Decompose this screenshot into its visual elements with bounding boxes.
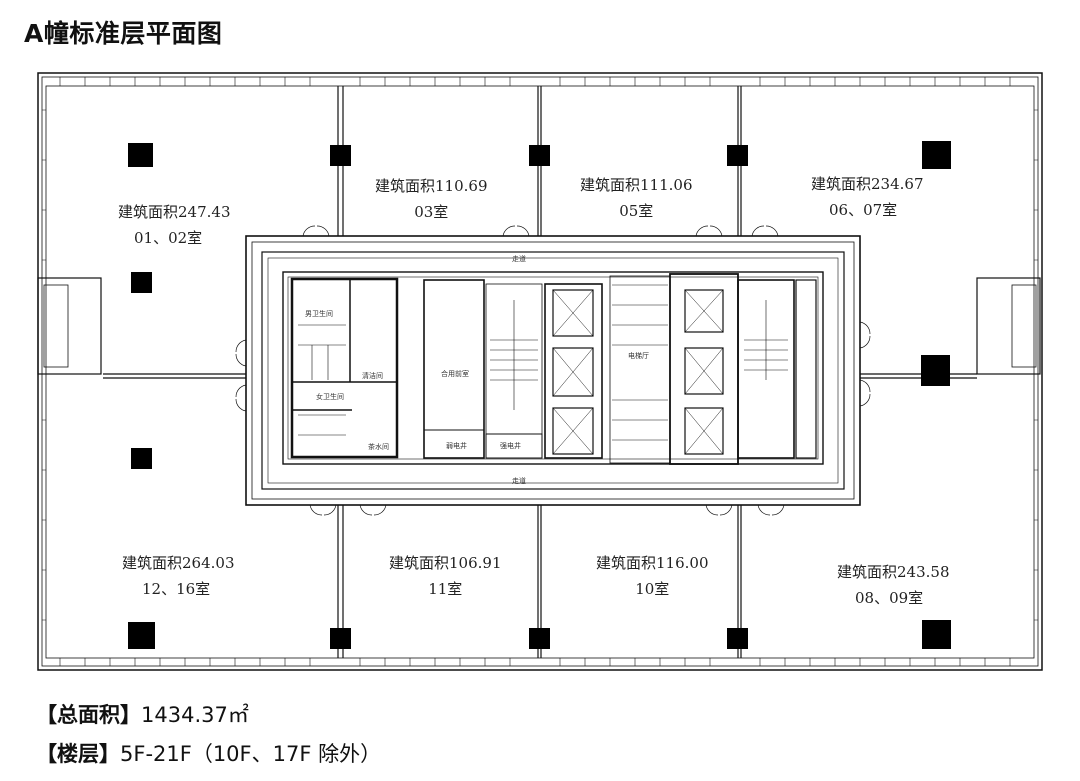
room-number: 06、07室	[829, 201, 898, 219]
room-06-07: 建筑面积234.67 06、07室	[811, 171, 924, 223]
room-number: 03室	[414, 203, 449, 221]
room-10: 建筑面积116.00 10室	[596, 550, 709, 602]
room-area: 建筑面积116.00	[596, 554, 709, 572]
floor-value: 5F-21F（10F、17F 除外）	[120, 742, 382, 766]
room-08-09: 建筑面积243.58 08、09室	[837, 559, 950, 611]
room-05: 建筑面积111.06 05室	[580, 172, 693, 224]
room-area: 建筑面积110.69	[375, 177, 488, 195]
strong-elec-label: 强电井	[500, 442, 521, 450]
tea-room-label: 茶水间	[368, 443, 389, 451]
room-area: 建筑面积247.43	[118, 203, 231, 221]
room-number: 10室	[635, 580, 670, 598]
room-area: 建筑面积243.58	[837, 563, 950, 581]
room-number: 05室	[619, 202, 654, 220]
room-area: 建筑面积264.03	[122, 554, 235, 572]
column	[128, 143, 153, 167]
corridor-bottom-label: 走道	[512, 477, 526, 485]
cleaning-room-label: 清洁间	[362, 372, 383, 380]
total-area-value: 1434.37㎡	[141, 703, 249, 727]
pipe-room-label: 合用前室	[441, 370, 469, 378]
weak-elec-label: 弱电井	[446, 442, 467, 450]
female-wc-label: 女卫生间	[316, 393, 344, 401]
room-01-02: 建筑面积247.43 01、02室	[118, 199, 231, 251]
room-area: 建筑面积106.91	[389, 554, 502, 572]
page-title: A幢标准层平面图	[24, 19, 223, 48]
floor-line: 【楼层】5F-21F（10F、17F 除外）	[36, 738, 381, 768]
total-area-line: 【总面积】1434.37㎡	[36, 699, 249, 729]
room-number: 11室	[428, 580, 463, 598]
room-number: 08、09室	[855, 589, 924, 607]
corridor-top-label: 走道	[512, 255, 526, 263]
male-wc-label: 男卫生间	[305, 310, 333, 318]
room-number: 12、16室	[142, 580, 211, 598]
floor-label: 【楼层】	[36, 742, 120, 766]
room-area: 建筑面积234.67	[811, 175, 924, 193]
room-11: 建筑面积106.91 11室	[389, 550, 502, 602]
room-number: 01、02室	[134, 229, 203, 247]
total-area-label: 【总面积】	[36, 703, 141, 727]
room-area: 建筑面积111.06	[580, 176, 693, 194]
elevator-hall-label: 电梯厅	[628, 352, 649, 360]
room-03: 建筑面积110.69 03室	[375, 173, 488, 225]
room-12-16: 建筑面积264.03 12、16室	[122, 550, 235, 602]
